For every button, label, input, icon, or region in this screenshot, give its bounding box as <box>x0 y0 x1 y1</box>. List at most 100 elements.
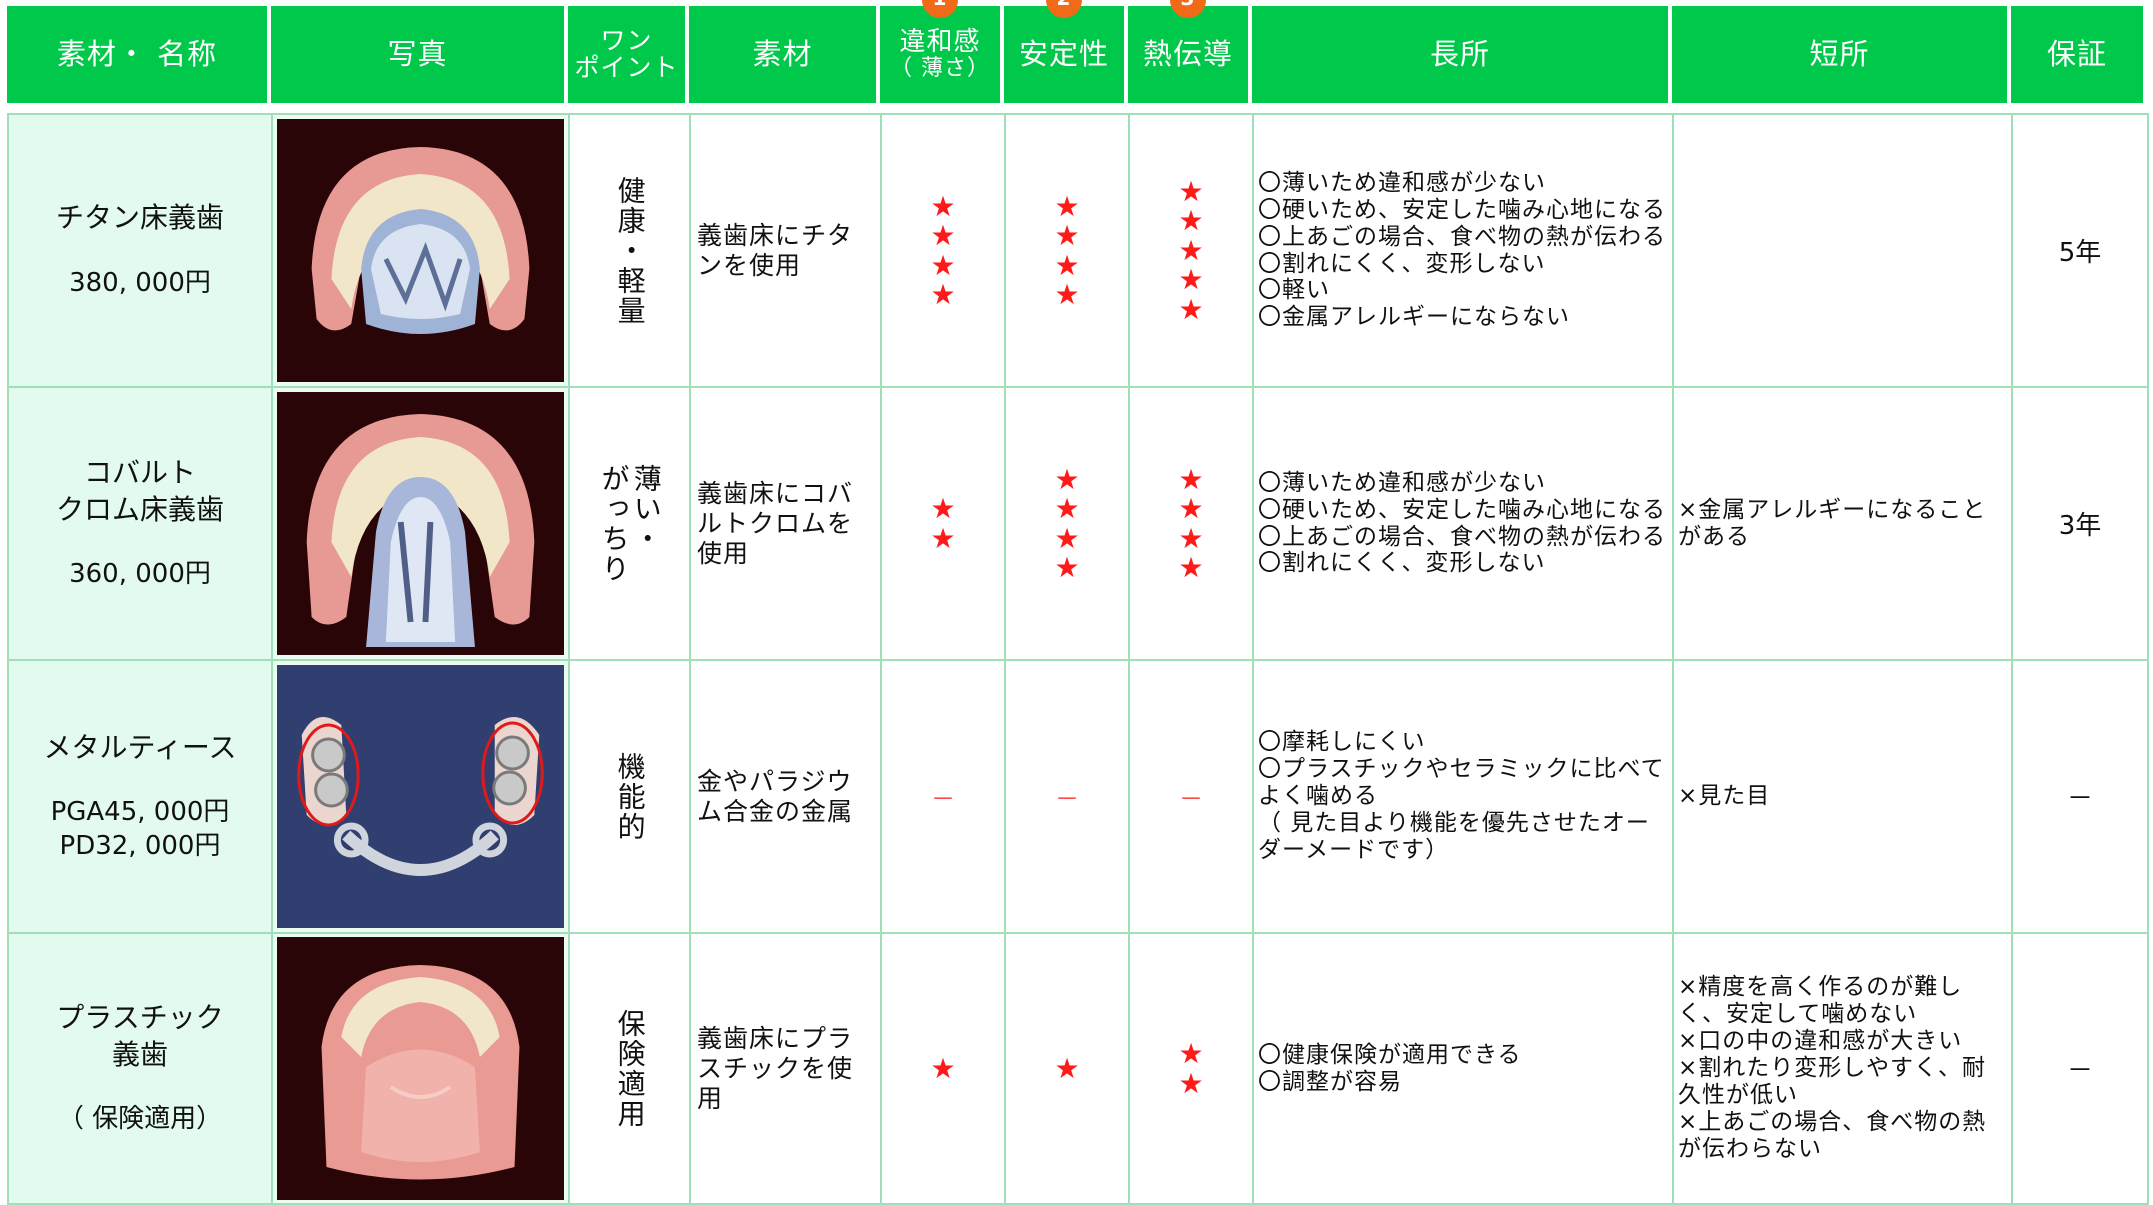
name-cell: プラスチック 義歯 （ 保険適用） <box>7 932 273 1205</box>
header-point-label: ワン ポイント <box>574 26 679 82</box>
material-text: 金やパラジウム合金の金属 <box>697 766 854 826</box>
header-photo-label: 写真 <box>387 37 448 72</box>
header-fit-sublabel: （ 薄さ） <box>890 55 990 81</box>
warranty-text: 5年 <box>2058 238 2102 268</box>
photo-cell <box>271 932 570 1205</box>
stability-cell: ★ <box>1004 932 1130 1205</box>
fit-cell: ★ ★ <box>880 386 1006 661</box>
name-cell: メタルティース PGA45, 000円 PD32, 000円 <box>7 659 273 934</box>
material-text: 義歯床にチタンを使用 <box>697 220 854 280</box>
stability-rating: － <box>1055 785 1079 813</box>
warranty-cell: － <box>2011 932 2149 1205</box>
material-cell: 義歯床にプラスチックを使用 <box>689 932 882 1205</box>
point-cell: 保険適用 <box>568 932 691 1205</box>
material-text: 義歯床にプラスチックを使用 <box>697 1023 854 1113</box>
cons-text: ×精度を高く作るのが難しく、安定して噛めない ×口の中の違和感が大きい ×割れた… <box>1678 974 1987 1162</box>
fit-rating: ★ ★ ★ ★ <box>930 189 956 311</box>
header-fit: 1 違和感（ 薄さ） <box>880 0 1000 103</box>
header-material: 素材 <box>689 6 876 103</box>
point-cell: 薄い・ がっちり <box>568 386 691 661</box>
fit-rating: ★ <box>930 1051 956 1085</box>
table-header: 素材・ 名称 写真 ワン ポイント 素材 1 違和感（ 薄さ） 2 安定性 3 … <box>7 0 2147 103</box>
denture-price: PGA45, 000円 PD32, 000円 <box>50 796 230 861</box>
number-badge-3: 3 <box>1170 0 1206 18</box>
header-warranty: 保証 <box>2011 6 2143 103</box>
one-point-label: 機能的 <box>613 751 647 842</box>
header-cons-label: 短所 <box>1809 37 1870 72</box>
denture-name: コバルト クロム床義歯 <box>55 456 224 526</box>
pros-cell: 〇摩耗しにくい 〇プラスチックやセラミックに比べてよく噛める （ 見た目より機能… <box>1252 659 1674 934</box>
warranty-cell: 3年 <box>2011 386 2149 661</box>
header-photo: 写真 <box>271 6 564 103</box>
stability-rating: ★ <box>1054 1051 1080 1085</box>
header-stability: 2 安定性 <box>1004 0 1124 103</box>
stability-cell: ★ ★ ★ ★ <box>1004 113 1130 388</box>
warranty-text: 3年 <box>2058 511 2102 541</box>
denture-price: （ 保険適用） <box>57 1103 223 1134</box>
one-point-label: 健康・軽量 <box>613 175 647 326</box>
header-material-label: 素材 <box>752 37 813 72</box>
header-cons: 短所 <box>1672 6 2007 103</box>
warranty-text: － <box>2066 784 2093 814</box>
header-heat-label: 熱伝導 <box>1142 37 1233 72</box>
fit-cell: ★ <box>880 932 1006 1205</box>
cons-cell: ×見た目 <box>1672 659 2013 934</box>
material-text: 義歯床にコバルトクロムを使用 <box>697 478 854 568</box>
denture-name: チタン床義歯 <box>55 201 224 235</box>
cons-cell <box>1672 113 2013 388</box>
heat-rating: ★ ★ <box>1178 1037 1204 1100</box>
cobalt-chrome-denture-photo <box>277 392 564 655</box>
denture-price: 380, 000円 <box>69 267 211 298</box>
table-row: チタン床義歯 380, 000円 健康・軽量 義歯床にチタンを使用 ★ ★ ★ … <box>7 113 2149 388</box>
comparison-table: チタン床義歯 380, 000円 健康・軽量 義歯床にチタンを使用 ★ ★ ★ … <box>7 113 2149 1205</box>
name-cell: チタン床義歯 380, 000円 <box>7 113 273 388</box>
photo-cell <box>271 386 570 661</box>
pros-text: 〇健康保険が適用できる 〇調整が容易 <box>1258 1041 1522 1095</box>
table-row: コバルト クロム床義歯 360, 000円 薄い・ がっちり 義歯床にコバルトク… <box>7 386 2149 661</box>
warranty-cell: － <box>2011 659 2149 934</box>
denture-name: プラスチック 義歯 <box>56 1001 224 1071</box>
fit-cell: ★ ★ ★ ★ <box>880 113 1006 388</box>
fit-rating: ★ ★ <box>930 492 956 555</box>
photo-cell <box>271 659 570 934</box>
header-point: ワン ポイント <box>568 6 685 103</box>
denture-name: メタルティース <box>43 730 237 764</box>
header-name-label: 素材・ 名称 <box>56 37 218 72</box>
titanium-denture-photo <box>277 119 564 382</box>
plastic-denture-photo <box>277 937 564 1200</box>
pros-cell: 〇健康保険が適用できる 〇調整が容易 <box>1252 932 1674 1205</box>
heat-cell: ★ ★ ★ ★ <box>1128 386 1254 661</box>
material-cell: 義歯床にチタンを使用 <box>689 113 882 388</box>
metal-teeth-photo <box>277 665 564 928</box>
denture-comparison: 素材・ 名称 写真 ワン ポイント 素材 1 違和感（ 薄さ） 2 安定性 3 … <box>7 0 2149 1205</box>
table-row: メタルティース PGA45, 000円 PD32, 000円 <box>7 659 2149 934</box>
heat-rating: ★ ★ ★ ★ <box>1178 462 1204 584</box>
header-fit-label: 違和感 <box>899 27 981 58</box>
pros-text: 〇摩耗しにくい 〇プラスチックやセラミックに比べてよく噛める （ 見た目より機能… <box>1258 729 1665 863</box>
one-point-label: 薄い・ がっちり <box>597 463 663 584</box>
fit-cell: － <box>880 659 1006 934</box>
stability-rating: ★ ★ ★ ★ <box>1054 189 1080 311</box>
pros-cell: 〇薄いため違和感が少ない 〇硬いため、安定した噛み心地になる 〇上あごの場合、食… <box>1252 386 1674 661</box>
denture-price: 360, 000円 <box>69 558 211 589</box>
photo-cell <box>271 113 570 388</box>
fit-rating: － <box>931 785 955 813</box>
header-pros: 長所 <box>1252 6 1668 103</box>
name-cell: コバルト クロム床義歯 360, 000円 <box>7 386 273 661</box>
pros-text: 〇薄いため違和感が少ない 〇硬いため、安定した噛み心地になる 〇上あごの場合、食… <box>1258 469 1666 577</box>
header-pros-label: 長所 <box>1429 37 1490 72</box>
material-cell: 義歯床にコバルトクロムを使用 <box>689 386 882 661</box>
cons-text: ×金属アレルギーになることがある <box>1678 496 1987 550</box>
heat-rating: ★ ★ ★ ★ ★ <box>1178 175 1204 326</box>
heat-rating: － <box>1179 785 1203 813</box>
warranty-text: － <box>2066 1056 2093 1086</box>
header-heat: 3 熱伝導 <box>1128 0 1248 103</box>
one-point-label: 保険適用 <box>613 1008 647 1129</box>
number-badge-1: 1 <box>922 0 958 18</box>
cons-cell: ×精度を高く作るのが難しく、安定して噛めない ×口の中の違和感が大きい ×割れた… <box>1672 932 2013 1205</box>
point-cell: 健康・軽量 <box>568 113 691 388</box>
number-badge-2: 2 <box>1046 0 1082 18</box>
heat-cell: ★ ★ ★ ★ ★ <box>1128 113 1254 388</box>
header-stability-label: 安定性 <box>1018 37 1109 72</box>
stability-rating: ★ ★ ★ ★ <box>1054 462 1080 584</box>
